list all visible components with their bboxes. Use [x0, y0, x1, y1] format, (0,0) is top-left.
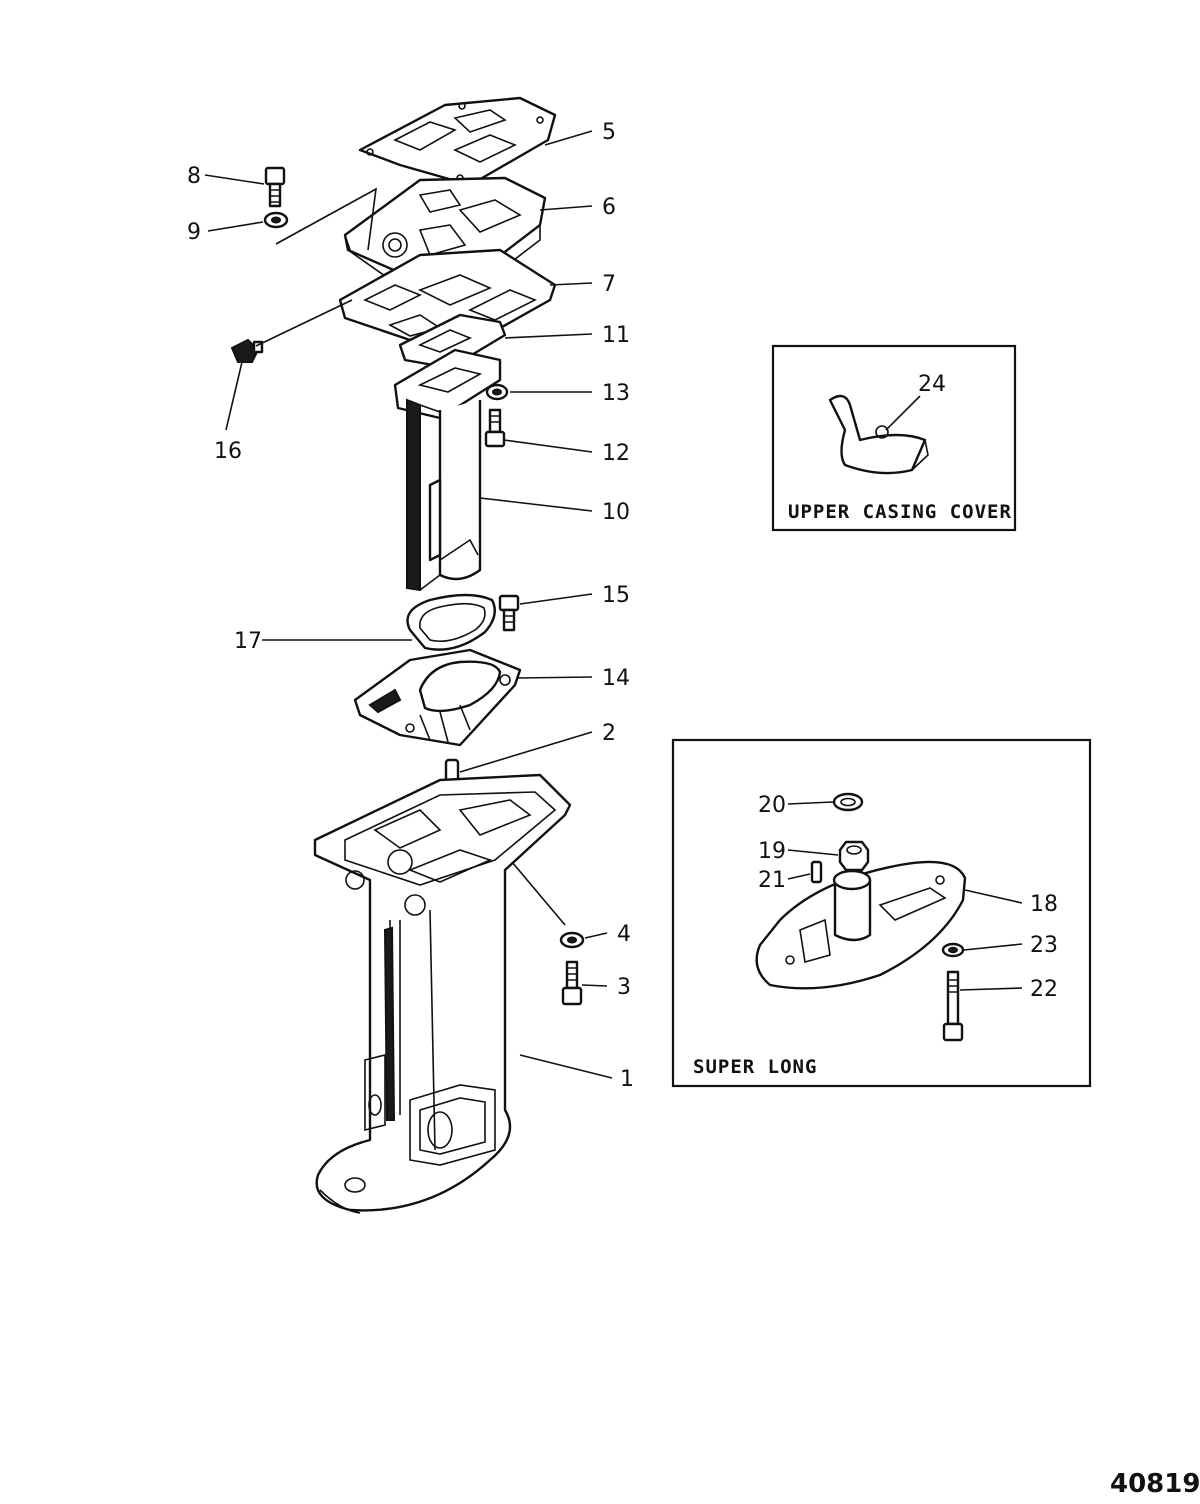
part-17-seal [406, 593, 496, 651]
part-16-plug [230, 338, 264, 363]
part-8-screw [264, 166, 286, 208]
part-11-gasket [398, 313, 507, 370]
inset-upper-casing-cover: UPPER CASING COVER [771, 344, 1017, 532]
part-14-exhaust-plate [353, 648, 522, 747]
part-13-washer [485, 383, 509, 401]
part-15-screw [498, 594, 520, 632]
callout-7: 7 [602, 272, 616, 297]
part-12-screw [484, 408, 506, 448]
part-9-washer [263, 211, 289, 229]
inset-super-long: SUPER LONG [671, 738, 1092, 1088]
part-21-pin [810, 860, 823, 884]
callout-1: 1 [620, 1067, 634, 1092]
part-4-washer [559, 931, 585, 949]
callout-3: 3 [617, 975, 631, 1000]
callout-21: 21 [758, 868, 786, 893]
callout-6: 6 [602, 195, 616, 220]
part-18-extension [755, 860, 967, 990]
leader-lines [204, 130, 1023, 1079]
figure-number: 40819 [1110, 1469, 1200, 1499]
callout-10: 10 [602, 500, 630, 525]
callout-22: 22 [1030, 977, 1058, 1002]
callout-13: 13 [602, 381, 630, 406]
callout-12: 12 [602, 441, 630, 466]
callout-17: 17 [234, 629, 262, 654]
label-upper-casing-cover: UPPER CASING COVER [788, 501, 1012, 523]
part-3-screw [561, 960, 583, 1006]
label-super-long: SUPER LONG [693, 1056, 817, 1078]
callout-9: 9 [187, 220, 201, 245]
callout-20: 20 [758, 793, 786, 818]
callout-23: 23 [1030, 933, 1058, 958]
callout-4: 4 [617, 922, 631, 947]
callout-15: 15 [602, 583, 630, 608]
part-23-washer [941, 942, 965, 958]
callout-labels: 5 6 7 11 13 12 10 15 14 2 4 3 1 8 9 17 1… [187, 120, 1058, 1092]
part-1-housing [313, 773, 572, 1214]
callout-2: 2 [602, 721, 616, 746]
part-24-cover [828, 394, 929, 475]
callout-14: 14 [602, 666, 630, 691]
callout-8: 8 [187, 164, 201, 189]
callout-5: 5 [602, 120, 616, 145]
callout-11: 11 [602, 323, 630, 348]
callout-16: 16 [214, 439, 242, 464]
callout-24: 24 [918, 372, 946, 397]
part-7-gasket [338, 248, 557, 347]
callout-19: 19 [758, 839, 786, 864]
part-20-ring [832, 792, 864, 812]
part-22-bolt [942, 970, 964, 1042]
part-10-drive-shaft-housing [393, 348, 502, 592]
part-19-nut [838, 840, 870, 872]
part-5-gasket [358, 96, 557, 187]
callout-18: 18 [1030, 892, 1058, 917]
